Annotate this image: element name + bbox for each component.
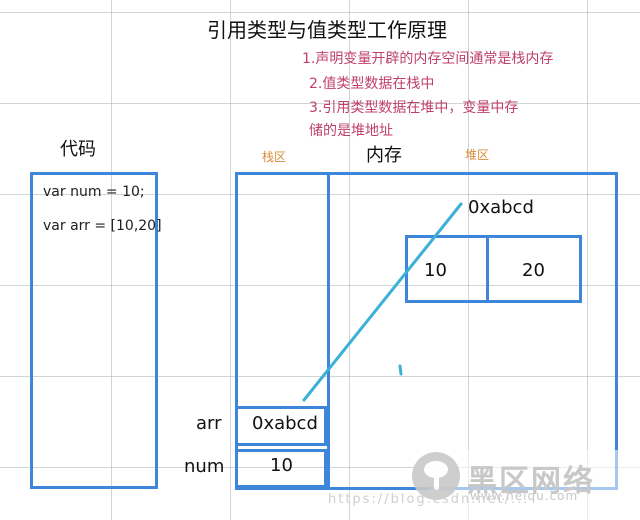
stack-var-name-arr: arr <box>196 413 222 434</box>
stack-var-name-num: num <box>184 456 225 477</box>
code-line-arr: var arr = [10,20] <box>43 218 162 234</box>
watermark-site-title: 黑区网络 <box>467 464 595 499</box>
watermark-background <box>430 450 640 520</box>
heap-address-label: 0xabcd <box>468 197 534 218</box>
note-line-1: 1.声明变量开辟的内存空间通常是栈内存 <box>302 51 554 67</box>
watermark-site-url: www.heiqu.com <box>470 489 579 503</box>
heap-cell-divider <box>486 235 489 303</box>
code-line-num: var num = 10; <box>43 184 145 200</box>
stack-area-label: 栈区 <box>262 150 287 164</box>
heap-area-label: 堆区 <box>465 148 490 162</box>
memory-section-title: 内存 <box>366 145 402 166</box>
code-box <box>30 172 158 489</box>
heap-cell-value: 20 <box>522 260 545 281</box>
stack-cell-num <box>235 449 327 488</box>
code-section-title: 代码 <box>60 139 96 160</box>
watermark-logo-icon <box>412 452 460 500</box>
diagram-title: 引用类型与值类型工作原理 <box>207 18 447 42</box>
note-line-3: 3.引用类型数据在堆中，变量中存 <box>309 100 519 116</box>
stack-cell-value: 0xabcd <box>252 413 318 434</box>
heap-cell-value: 10 <box>424 260 447 281</box>
stack-cell-arr <box>235 406 327 446</box>
watermark-blog-url: https://blog.csdn.net/... <box>328 492 530 507</box>
stack-cell-value: 10 <box>270 455 293 476</box>
note-line-4: 储的是堆地址 <box>309 123 393 139</box>
note-line-2: 2.值类型数据在栈中 <box>309 76 435 92</box>
